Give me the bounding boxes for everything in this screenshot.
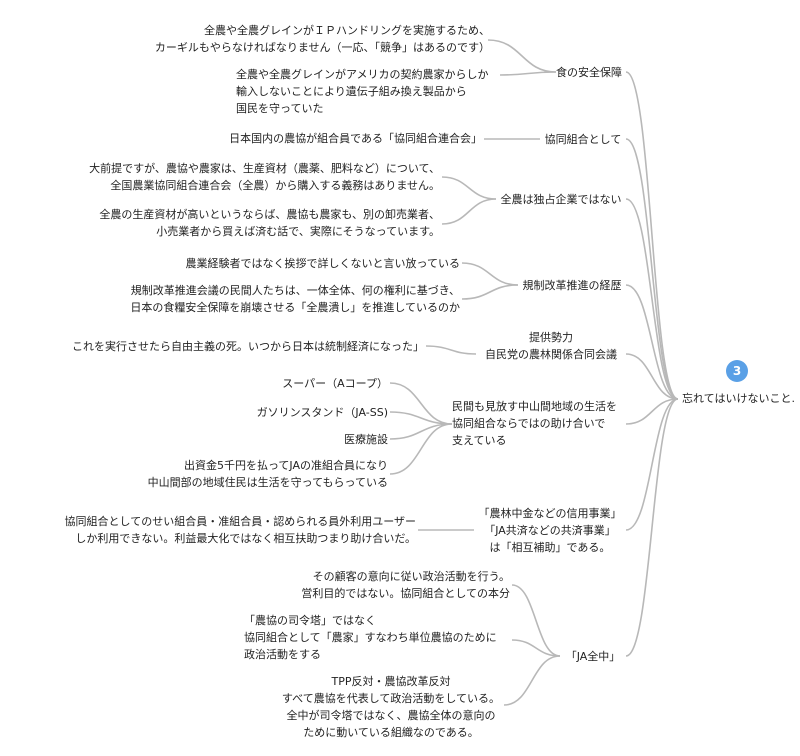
leaf-connector-4 xyxy=(441,198,497,225)
leaf-line: 協同組合として「農家」すなわち単位農協のために xyxy=(244,631,497,644)
branch-label: 協同組合として xyxy=(544,133,622,146)
leaf-ja-zenchu-3[interactable]: TPP反対・農協改革反対 すべて農協を代表して政治活動をしている。 全中が司令塔… xyxy=(276,673,506,741)
branch-label: 「JA全中」 xyxy=(565,650,621,663)
leaf-line: ガソリンスタンド（JA-SS) xyxy=(256,406,388,419)
leaf-food-security-2[interactable]: 全農や全農グレインがアメリカの契約農家からしか 輸入しないことにより遺伝子組み換… xyxy=(236,66,488,117)
leaf-connector-15 xyxy=(503,655,561,706)
leaf-line: ために動いている組織なのである。 xyxy=(303,726,479,739)
branch-label: 自民党の農林関係合同会議 xyxy=(485,348,617,361)
branch-label: 協同組合ならではの助け合いで xyxy=(452,417,606,430)
leaf-line: 出資金5千円を払ってJAの准組合員になり xyxy=(183,459,388,472)
leaf-line: 全農や全農グレインがＩＰハンドリングを実施するため、 xyxy=(204,24,490,37)
root-connector-4 xyxy=(625,353,679,400)
leaf-rural-life-4[interactable]: 出資金5千円を払ってJAの准組合員になり 中山間部の地域住民は生活を守ってもらっ… xyxy=(148,457,388,491)
leaf-line: 大前提ですが、農協や農家は、生産資材（農薬、肥料など）について、 xyxy=(89,162,440,175)
root-connector-5 xyxy=(625,398,679,425)
leaf-rural-life-3[interactable]: 医療施設 xyxy=(344,431,388,448)
leaf-line: カーギルもやらなければなりません（一応、「競争」はあるのです） xyxy=(154,41,490,54)
leaf-line: スーパー（Aコープ） xyxy=(282,377,388,390)
branch-label: 提供勢力 xyxy=(529,331,573,344)
leaf-line: 小売業者から買えば済む話で、実際にそうなっています。 xyxy=(156,225,440,238)
root-connector-2 xyxy=(625,198,679,400)
branch-label: は「相互補助」である。 xyxy=(489,541,611,554)
leaf-line: 農業経験者ではなく挨拶で詳しくないと言い放っている xyxy=(185,257,460,270)
leaf-line: 国民を守っていた xyxy=(236,102,324,115)
leaf-connector-7 xyxy=(425,345,477,355)
leaf-reform-history-2[interactable]: 規制改革推進会議の民間人たちは、一体全体、何の権利に基づき、 日本の食糧安全保障… xyxy=(130,282,460,316)
leaf-line: 輸入しないことにより遺伝子組み換え製品から xyxy=(236,85,467,98)
root-badge[interactable]: 3 xyxy=(726,360,748,382)
leaf-line: これを実行させたら自由主義の死。いつから日本は統制経済になった」 xyxy=(72,340,424,353)
leaf-connector-5 xyxy=(461,262,519,286)
root-connector-0 xyxy=(625,71,679,400)
root-connector-7 xyxy=(625,398,679,657)
branch-label: 支えている xyxy=(452,434,507,447)
root-connector-3 xyxy=(625,284,679,400)
leaf-line: 全国農業協同組合連合会（全農）から購入する義務はありません。 xyxy=(110,179,440,192)
leaf-cooperative-1[interactable]: 日本国内の農協が組合員である「協同組合連合会」 xyxy=(229,130,482,147)
leaf-line: 中山間部の地域住民は生活を守ってもらっている xyxy=(147,476,388,489)
leaf-line: 全中が司令塔ではなく、農協全体の意向の xyxy=(286,709,496,722)
leaf-connector-11 xyxy=(389,423,453,475)
root-topic[interactable]: 忘れてはいけないこと. xyxy=(682,390,795,407)
leaf-line: 「農協の司令塔」ではなく xyxy=(244,614,376,627)
leaf-line: 日本国内の農協が組合員である「協同組合連合会」 xyxy=(229,132,482,145)
branch-supporting-forces[interactable]: 提供勢力 自民党の農林関係合同会議 xyxy=(476,329,626,363)
leaf-rural-life-2[interactable]: ガソリンスタンド（JA-SS) xyxy=(257,404,388,421)
leaf-line: 規制改革推進会議の民間人たちは、一体全体、何の権利に基づき、 xyxy=(130,284,460,297)
leaf-mutual-aid-1[interactable]: 協同組合としてのせい組合員・准組合員・認められる員外利用ユーザー しか利用できな… xyxy=(65,513,416,547)
leaf-ja-zenchu-1[interactable]: その顧客の意向に従い政治活動を行う。 営利目的ではない。協同組合としての本分 xyxy=(301,568,510,602)
root-label: 忘れてはいけないこと. xyxy=(682,392,795,405)
leaf-connector-13 xyxy=(511,584,561,657)
branch-label: 全農は独占企業ではない xyxy=(500,193,622,206)
branch-label: 規制改革推進の経歴 xyxy=(522,279,622,292)
leaf-connector-8 xyxy=(389,382,453,425)
branch-food-security[interactable]: 食の安全保障 xyxy=(554,64,624,81)
leaf-line: TPP反対・農協改革反対 xyxy=(331,675,451,688)
leaf-connector-0 xyxy=(487,39,557,73)
branch-cooperative[interactable]: 協同組合として xyxy=(540,131,626,148)
leaf-connector-6 xyxy=(461,284,519,300)
branch-label: 食の安全保障 xyxy=(556,66,622,79)
branch-reform-history[interactable]: 規制改革推進の経歴 xyxy=(518,277,626,294)
root-connector-1 xyxy=(625,138,679,400)
branch-not-monopoly[interactable]: 全農は独占企業ではない xyxy=(496,191,626,208)
leaf-reform-history-1[interactable]: 農業経験者ではなく挨拶で詳しくないと言い放っている xyxy=(186,255,460,272)
branch-label: 「農林中金などの信用事業」 xyxy=(478,507,622,520)
leaf-line: 政治活動をする xyxy=(244,648,321,661)
leaf-connector-14 xyxy=(511,639,561,657)
leaf-line: 全農や全農グレインがアメリカの契約農家からしか xyxy=(236,68,489,81)
branch-ja-zenchu[interactable]: 「JA全中」 xyxy=(560,648,626,665)
leaf-connector-3 xyxy=(441,176,497,200)
branch-rural-life[interactable]: 民間も見放す中山間地域の生活を 協同組合ならではの助け合いで 支えている xyxy=(452,398,617,449)
leaf-line: 協同組合としてのせい組合員・准組合員・認められる員外利用ユーザー xyxy=(64,515,416,528)
root-connector-6 xyxy=(625,398,679,531)
leaf-supporting-forces-1[interactable]: これを実行させたら自由主義の死。いつから日本は統制経済になった」 xyxy=(72,338,424,355)
leaf-line: すべて農協を代表して政治活動をしている。 xyxy=(281,692,501,705)
leaf-line: 医療施設 xyxy=(344,433,388,446)
leaf-line: しか利用できない。利益最大化ではなく相互扶助つまり助け合いだ。 xyxy=(75,532,416,545)
branch-label: 「JA共済などの共済事業」 xyxy=(484,524,616,537)
leaf-not-monopoly-1[interactable]: 大前提ですが、農協や農家は、生産資材（農薬、肥料など）について、 全国農業協同組… xyxy=(89,160,440,194)
leaf-line: 日本の食糧安全保障を崩壊させる「全農潰し」を推進しているのか xyxy=(130,301,460,314)
leaf-line: 営利目的ではない。協同組合としての本分 xyxy=(301,587,510,600)
branch-mutual-aid[interactable]: 「農林中金などの信用事業」 「JA共済などの共済事業」 は「相互補助」である。 xyxy=(474,505,626,556)
leaf-not-monopoly-2[interactable]: 全農の生産資材が高いというならば、農協も農家も、別の卸売業者、 小売業者から買え… xyxy=(99,206,440,240)
leaf-line: その顧客の意向に従い政治活動を行う。 xyxy=(312,570,510,583)
branch-label: 民間も見放す中山間地域の生活を xyxy=(452,400,617,413)
leaf-rural-life-1[interactable]: スーパー（Aコープ） xyxy=(282,375,388,392)
leaf-food-security-1[interactable]: 全農や全農グレインがＩＰハンドリングを実施するため、 カーギルもやらなければなり… xyxy=(155,22,490,56)
leaf-ja-zenchu-2[interactable]: 「農協の司令塔」ではなく 協同組合として「農家」すなわち単位農協のために 政治活… xyxy=(244,612,497,663)
leaf-line: 全農の生産資材が高いというならば、農協も農家も、別の卸売業者、 xyxy=(99,208,440,221)
leaf-connector-1 xyxy=(499,71,557,76)
